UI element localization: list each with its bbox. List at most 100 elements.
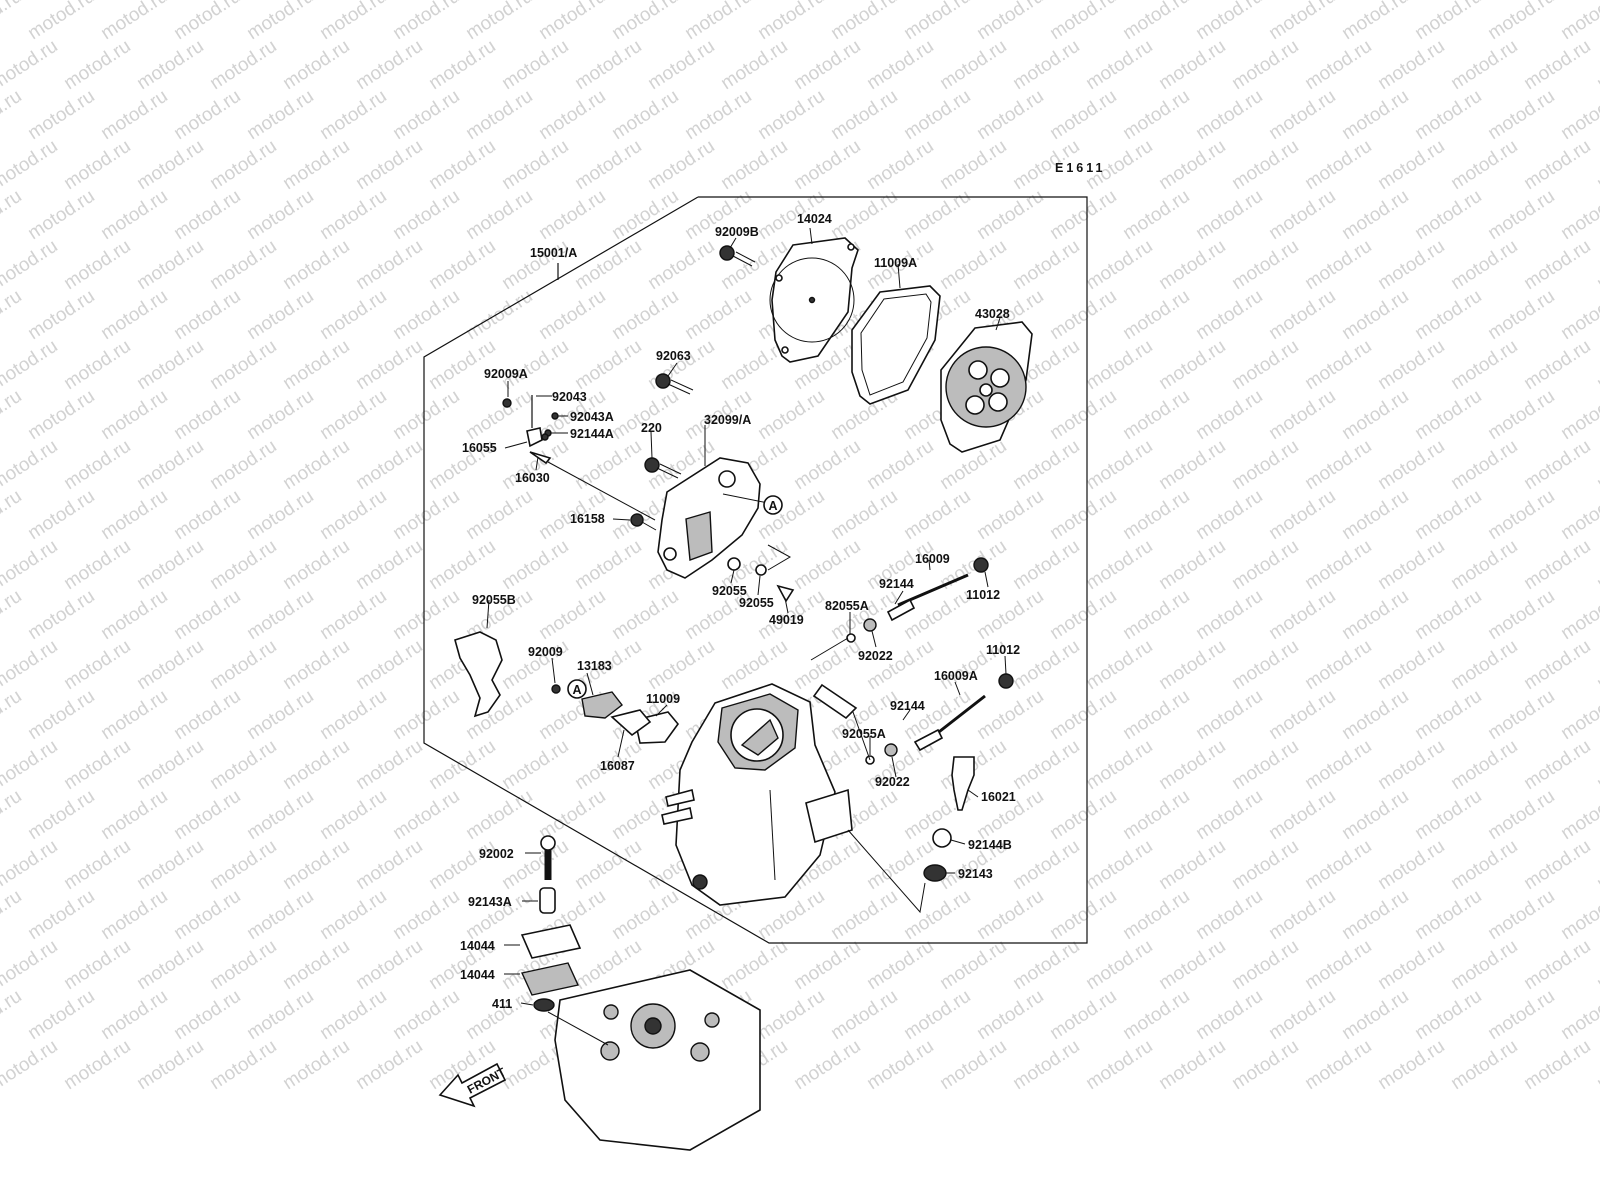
watermark-text: motod.ru xyxy=(1593,136,1600,194)
watermark-text: motod.ru xyxy=(316,586,390,644)
watermark-text: motod.ru xyxy=(0,536,62,594)
watermark-text: motod.ru xyxy=(1447,836,1521,894)
watermark-text: motod.ru xyxy=(462,786,536,844)
watermark-text: motod.ru xyxy=(389,186,463,244)
watermark-text: motod.ru xyxy=(1520,236,1594,294)
watermark-text: motod.ru xyxy=(1557,86,1600,144)
watermark-text: motod.ru xyxy=(1046,486,1120,544)
watermark-text: motod.ru xyxy=(1265,0,1339,44)
screw-92009b xyxy=(719,245,756,267)
watermark-text: motod.ru xyxy=(352,836,426,894)
watermark-text: motod.ru xyxy=(206,236,280,294)
watermark-text: motod.ru xyxy=(1411,86,1485,144)
watermark-text: motod.ru xyxy=(1374,1036,1448,1094)
watermark-text: motod.ru xyxy=(1338,286,1412,344)
needle-valve-16009a xyxy=(865,673,1014,765)
watermark-text: motod.ru xyxy=(0,436,62,494)
watermark-text: motod.ru xyxy=(1557,186,1600,244)
label-16009: 16009 xyxy=(915,552,950,566)
watermark-text: motod.ru xyxy=(170,586,244,644)
watermark-text: motod.ru xyxy=(352,936,426,994)
carburetor-body xyxy=(661,683,858,906)
label-92009: 92009 xyxy=(528,645,563,659)
watermark-text: motod.ru xyxy=(1520,1036,1594,1094)
watermark-text: motod.ru xyxy=(60,536,134,594)
watermark-text: motod.ru xyxy=(243,786,317,844)
watermark-text: motod.ru xyxy=(571,136,645,194)
watermark-text: motod.ru xyxy=(1520,936,1594,994)
watermark-text: motod.ru xyxy=(1557,686,1600,744)
watermark-text: motod.ru xyxy=(1192,786,1266,844)
watermark-text: motod.ru xyxy=(1301,636,1375,694)
watermark-text: motod.ru xyxy=(1338,986,1412,1044)
watermark-text: motod.ru xyxy=(1338,586,1412,644)
label-11012-1: 11012 xyxy=(966,588,1000,602)
watermark-text: motod.ru xyxy=(24,786,98,844)
watermark-text: motod.ru xyxy=(389,686,463,744)
watermark-text: motod.ru xyxy=(243,86,317,144)
label-220: 220 xyxy=(641,421,662,435)
watermark-text: motod.ru xyxy=(1593,336,1600,394)
watermark-text: motod.ru xyxy=(24,186,98,244)
watermark-text: motod.ru xyxy=(1265,486,1339,544)
watermark-text: motod.ru xyxy=(316,0,390,44)
watermark-text: motod.ru xyxy=(389,386,463,444)
watermark-text: motod.ru xyxy=(170,186,244,244)
watermark-text: motod.ru xyxy=(1374,536,1448,594)
watermark-text: motod.ru xyxy=(1338,86,1412,144)
label-13183: 13183 xyxy=(577,659,612,673)
watermark-text: motod.ru xyxy=(24,486,98,544)
watermark-text: motod.ru xyxy=(206,536,280,594)
watermark-text: motod.ru xyxy=(1228,836,1302,894)
watermark-text: motod.ru xyxy=(97,586,171,644)
watermark-text: motod.ru xyxy=(352,136,426,194)
watermark-text: motod.ru xyxy=(608,886,682,944)
watermark-text: motod.ru xyxy=(279,436,353,494)
screw-16158 xyxy=(630,513,657,531)
watermark-text: motod.ru xyxy=(1338,186,1412,244)
watermark-text: motod.ru xyxy=(352,236,426,294)
watermark-text: motod.ru xyxy=(24,586,98,644)
watermark-text: motod.ru xyxy=(1411,486,1485,544)
watermark-text: motod.ru xyxy=(316,886,390,944)
watermark-text: motod.ru xyxy=(863,1036,937,1094)
label-92144-2: 92144 xyxy=(890,699,925,713)
watermark-text: motod.ru xyxy=(170,786,244,844)
watermark-text: motod.ru xyxy=(1557,886,1600,944)
watermark-text: motod.ru xyxy=(0,686,26,744)
watermark-text: motod.ru xyxy=(352,536,426,594)
watermark-text: motod.ru xyxy=(1046,786,1120,844)
watermark-text: motod.ru xyxy=(1009,36,1083,94)
diagram-code: E1611 xyxy=(1055,161,1105,175)
watermark-text: motod.ru xyxy=(535,286,609,344)
watermark-text: motod.ru xyxy=(133,236,207,294)
watermark-text: motod.ru xyxy=(1155,436,1229,494)
watermark-text: motod.ru xyxy=(973,0,1047,44)
watermark-text: motod.ru xyxy=(133,536,207,594)
watermark-text: motod.ru xyxy=(1411,386,1485,444)
watermark-text: motod.ru xyxy=(24,886,98,944)
watermark-text: motod.ru xyxy=(206,636,280,694)
watermark-text: motod.ru xyxy=(1447,36,1521,94)
watermark-text: motod.ru xyxy=(316,486,390,544)
watermark-text: motod.ru xyxy=(1046,386,1120,444)
watermark-text: motod.ru xyxy=(60,436,134,494)
watermark-text: motod.ru xyxy=(1192,886,1266,944)
watermark-text: motod.ru xyxy=(1046,286,1120,344)
watermark-text: motod.ru xyxy=(24,986,98,1044)
diaphragm-43028 xyxy=(940,321,1033,453)
watermark-text: motod.ru xyxy=(170,486,244,544)
watermark-text: motod.ru xyxy=(60,36,134,94)
watermark-text: motod.ru xyxy=(1338,886,1412,944)
washer-411 xyxy=(533,998,555,1012)
watermark-text: motod.ru xyxy=(243,386,317,444)
watermark-text: motod.ru xyxy=(1484,0,1558,44)
watermark-text: motod.ru xyxy=(425,536,499,594)
plate-13183 xyxy=(581,691,623,719)
watermark-text: motod.ru xyxy=(97,186,171,244)
label-16055: 16055 xyxy=(462,441,497,455)
watermark-text: motod.ru xyxy=(863,636,937,694)
watermark-text: motod.ru xyxy=(279,536,353,594)
watermark-text: motod.ru xyxy=(1374,36,1448,94)
watermark-text: motod.ru xyxy=(462,386,536,444)
